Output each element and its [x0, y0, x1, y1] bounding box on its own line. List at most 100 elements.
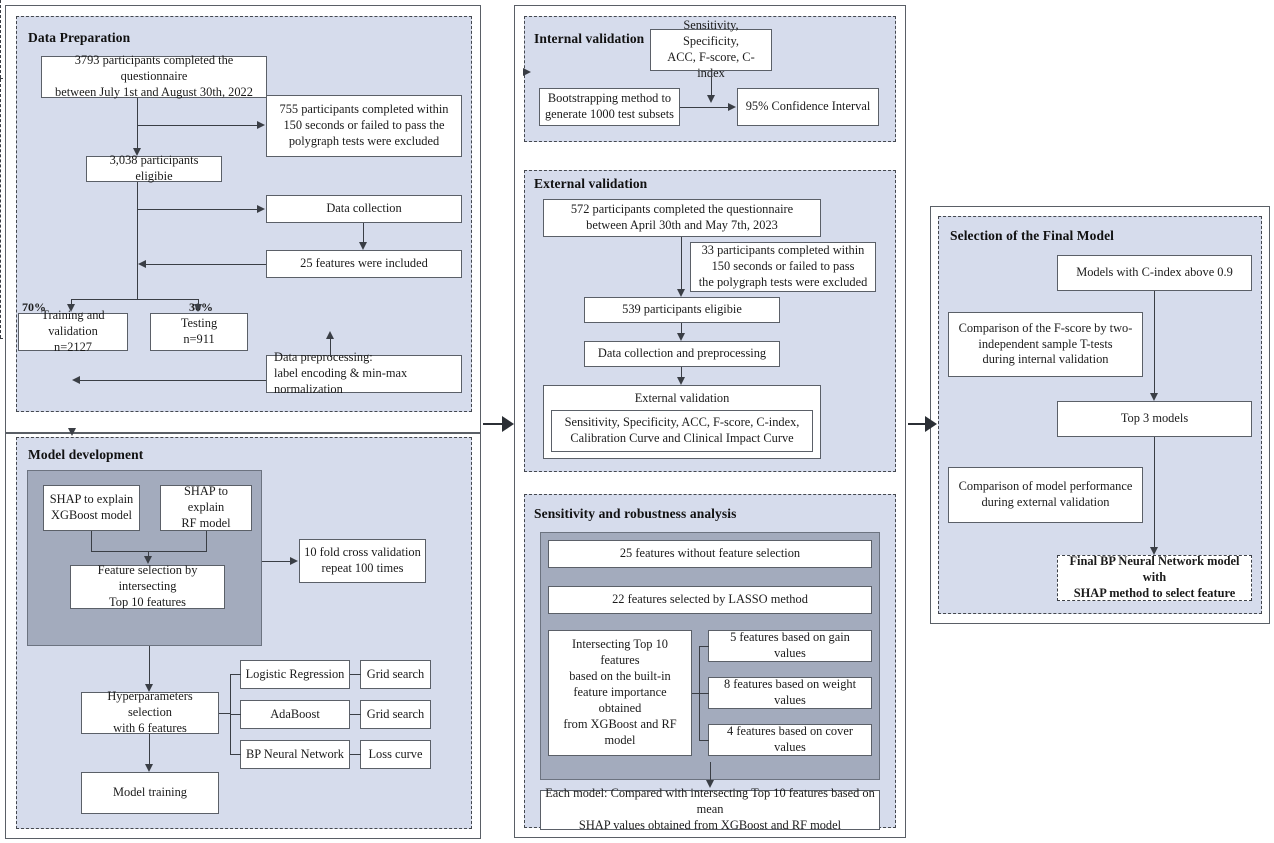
connector-split-left — [71, 299, 73, 305]
node-text-line: Grid search — [366, 666, 425, 681]
connector-lr-to-gridsearch — [350, 674, 361, 676]
node-text-line: 95% Confidence Interval — [745, 99, 871, 114]
connector-bus-to-gain — [699, 646, 709, 648]
panel-title-final-model: Selection of the Final Model — [950, 228, 1115, 243]
arrowhead-metrics-down — [706, 95, 715, 103]
arrowhead-middle-to-right — [925, 416, 937, 432]
panel-title-model-development: Model development — [28, 447, 144, 462]
connector-bus-to-ada — [230, 714, 241, 716]
connector-bus-to-cover — [699, 740, 709, 742]
node-external-eligible: 539 participants eligibie — [584, 297, 780, 323]
connector-preprocessing-left — [80, 380, 266, 382]
connector-bootstrap-to-ci — [680, 107, 728, 109]
connector-external-enrolled-down — [681, 237, 683, 289]
connector-shap-xgb-down — [91, 531, 93, 552]
node-text-line: Calibration Curve and Clinical Impact Cu… — [570, 431, 794, 445]
node-testing-set: Testing n=911 — [150, 313, 248, 351]
connector-enrolled-to-eligible — [137, 98, 139, 148]
connector-shap-rf-down — [206, 531, 208, 552]
panel-title-internal-validation: Internal validation — [534, 31, 645, 46]
node-text-line: label encoding & min-max normalization — [274, 366, 408, 396]
node-adaboost: AdaBoost — [240, 700, 350, 729]
arrowhead-external-collection — [676, 333, 685, 341]
node-text-line: SHAP to explain — [184, 484, 228, 515]
arrowhead-left-to-middle — [502, 416, 514, 432]
node-text-line: 33 participants completed within — [701, 243, 865, 258]
panel-title-data-preparation: Data Preparation — [28, 30, 131, 45]
node-text-line: between July 1st and August 30th, 2022 — [55, 84, 253, 99]
node-feature-selection-top10: Feature selection by intersecting Top 10… — [70, 563, 225, 609]
connector-intersect-out — [692, 693, 700, 695]
connector-training-to-model-development — [0, 0, 1, 78]
arrowhead-top3-models — [1149, 393, 1158, 401]
arrowhead-feature-selection — [143, 556, 152, 564]
node-text-line: Comparison of model performance — [958, 479, 1133, 494]
node-bootstrapping: Bootstrapping method to generate 1000 te… — [539, 88, 680, 126]
label-train-split-percent: 70% — [22, 300, 46, 314]
node-text-line: 150 seconds or failed to pass the — [283, 118, 445, 133]
node-text-line: 539 participants eligibie — [622, 302, 742, 317]
node-data-preprocessing: Data preprocessing: label encoding & min… — [266, 350, 462, 396]
node-text-line: Each model: Compared with intersecting T… — [545, 786, 875, 817]
connector-external-excluded-main-arm — [681, 266, 682, 268]
connector-group-to-cv — [262, 561, 290, 563]
node-text-line: Training and validation — [41, 308, 105, 339]
node-text-line: 5 features based on gain values — [730, 630, 850, 660]
arrowhead-preprocessing-left — [72, 375, 80, 384]
node-text-line: SHAP values obtained from XGBoost and RF… — [578, 817, 842, 832]
arrowhead-training-set — [66, 304, 75, 312]
node-shap-rf: SHAP to explain RF model — [160, 484, 252, 531]
node-25-features-no-selection: 25 features without feature selection — [548, 540, 872, 568]
node-text-line: between April 30th and May 7th, 2023 — [586, 218, 778, 232]
arrowhead-model-development — [67, 428, 76, 436]
arrowhead-internal-validation — [523, 67, 531, 76]
node-text-line: repeat 100 times — [321, 561, 404, 575]
arrowhead-model-training — [144, 764, 153, 772]
node-text-line: 150 seconds or failed to pass — [711, 259, 855, 274]
node-text-line: Logistic Regression — [245, 666, 345, 681]
connector-testing-to-internal-v — [0, 79, 1, 338]
node-text-line: XGBoost model — [51, 508, 132, 522]
connector-hyper-to-training — [149, 734, 151, 764]
connector-bus-to-lr — [230, 674, 241, 676]
node-cover-values: 4 features based on cover values — [708, 724, 872, 756]
arrowhead-cross-validation — [290, 556, 298, 565]
node-text-line: Loss curve — [368, 746, 423, 761]
connector-external-eligible-to-collection — [681, 323, 683, 333]
panel-title-external-validation: External validation — [534, 176, 648, 191]
node-text-line: 3793 participants completed the question… — [74, 53, 234, 84]
panel-title-sensitivity-robustness: Sensitivity and robustness analysis — [534, 506, 737, 521]
node-text-line: 755 participants completed within — [279, 102, 449, 117]
node-text-line: Sensitivity, Specificity, ACC, F-score, … — [564, 415, 800, 430]
node-text-line: Final BP Neural Network model with — [1069, 554, 1240, 585]
node-participants-enrolled: 3793 participants completed the question… — [41, 53, 267, 99]
node-grid-search-ada: Grid search — [360, 700, 431, 729]
arrowhead-hyperparameters — [144, 684, 153, 692]
node-model-training: Model training — [81, 772, 219, 814]
connector-preprocessing-up — [330, 339, 332, 357]
connector-bus-to-weight — [699, 693, 709, 695]
node-text-line: RF model — [181, 515, 231, 530]
node-text-line: 572 participants completed the questionn… — [570, 202, 794, 217]
arrowhead-data-collection — [257, 204, 265, 213]
connector-split-bar — [71, 299, 199, 301]
node-text-line: Hyperparameters selection — [107, 689, 193, 720]
node-text-line: Sensitivity, Specificity, — [683, 18, 739, 49]
node-text-line: Bootstrapping method to — [547, 91, 672, 106]
node-text-line: from XGBoost and RF model — [563, 716, 677, 747]
node-text-line: Model training — [113, 785, 187, 800]
connector-eligible-down — [137, 182, 139, 299]
node-data-collection: Data collection — [266, 195, 462, 223]
arrowhead-confidence-interval — [728, 102, 736, 111]
arrowhead-external-eligible — [676, 289, 685, 297]
node-text-line: feature importance obtained — [573, 685, 667, 715]
node-text-line: Top 3 models — [1120, 411, 1189, 426]
connector-features-back-to-trunk — [146, 264, 266, 266]
node-text-line: SHAP method to select feature — [1073, 585, 1236, 600]
node-text-line: Comparison of the F-score by two- — [958, 320, 1133, 335]
arrowhead-trunk-from-features — [138, 259, 146, 268]
node-text-line: 25 features were included — [300, 256, 428, 271]
node-text-line: based on the built-in — [569, 669, 671, 684]
node-confidence-interval: 95% Confidence Interval — [737, 88, 879, 126]
arrowhead-preprocessing-up — [325, 331, 334, 339]
